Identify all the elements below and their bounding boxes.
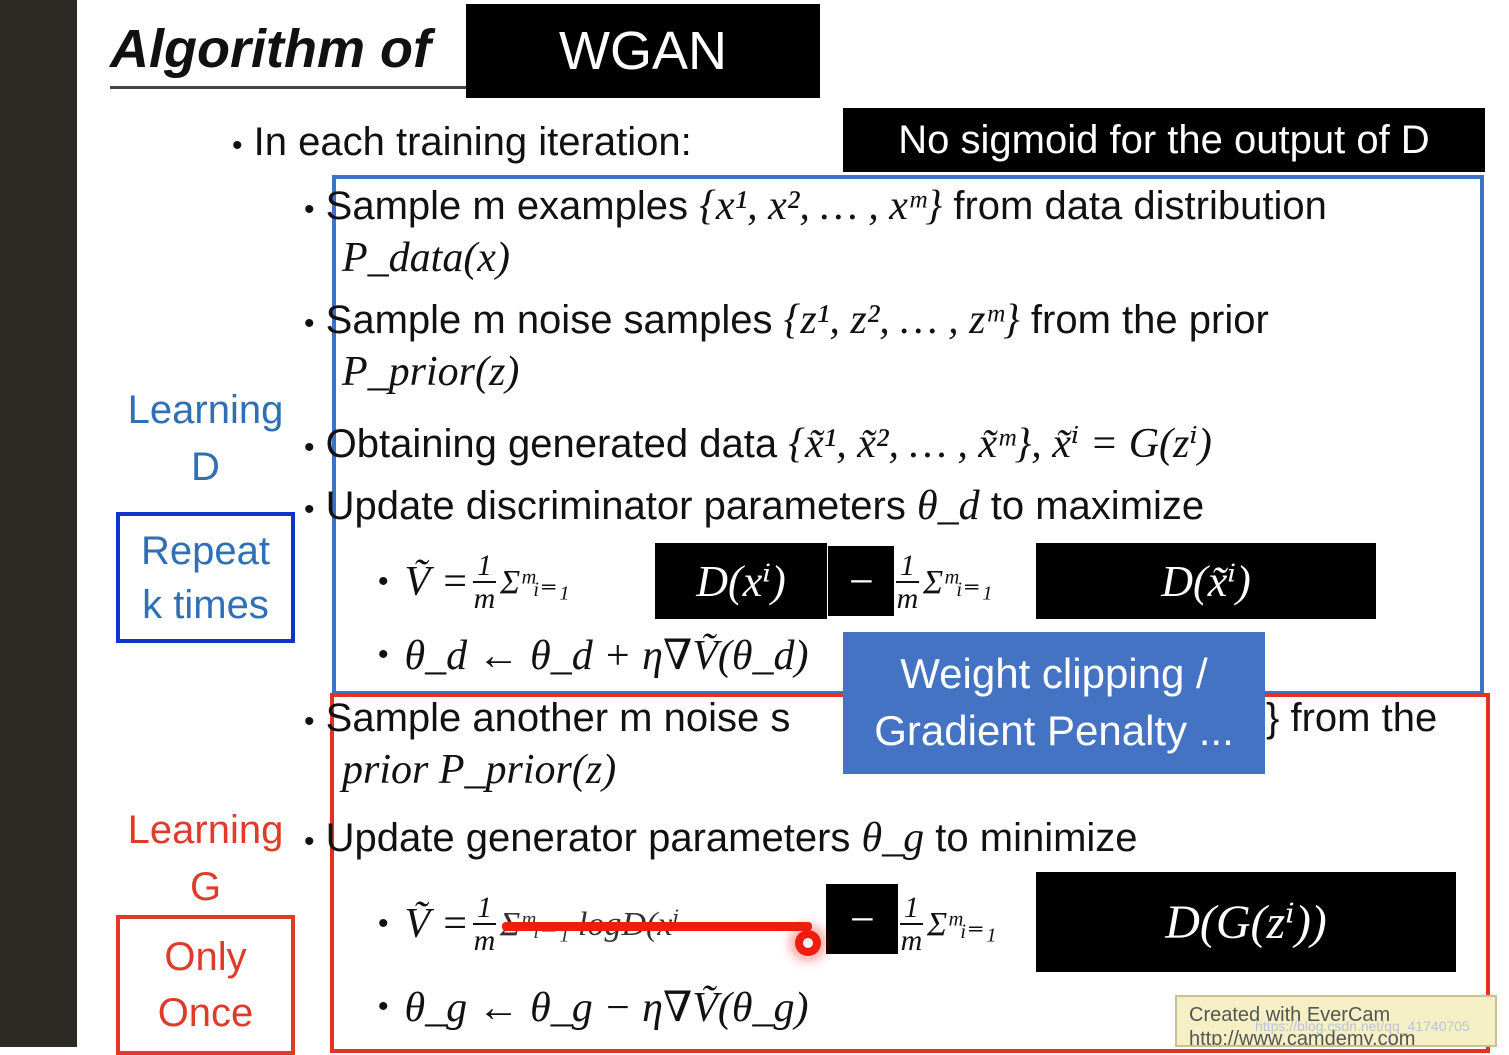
fraction: 1 m — [473, 548, 497, 615]
wgan-title-box: WGAN — [466, 4, 820, 98]
g-step-sample-suffix: } from the — [1266, 696, 1438, 740]
g-objective-sum: 1 m Σᵐᵢ₌₁ — [900, 890, 997, 957]
pointer-cursor — [795, 930, 821, 956]
g-prior-distribution: prior P_prior(z) — [342, 747, 617, 793]
intro-text: In each training iteration: — [253, 120, 692, 164]
strikethrough-annotation — [502, 922, 812, 931]
evercam-badge: Created with EverCam http://www.camdemy.… — [1175, 995, 1497, 1047]
d-real-term-box: D(xⁱ) — [655, 543, 827, 619]
d-objective-lhs: • Ṽ = 1 m Σᵐᵢ₌₁ — [378, 548, 570, 615]
bullet: • — [232, 129, 243, 162]
learning-d-label: Learning D — [127, 388, 284, 489]
title-underline — [110, 86, 470, 89]
learning-g-label: Learning G — [127, 808, 284, 909]
g-step-update: • Update generator parameters θ_g to min… — [304, 815, 1138, 861]
g-step-sample-noise: • Sample another m noise s — [304, 696, 791, 740]
minus-box: − — [828, 546, 894, 616]
g-update-rule: • θ_g ← θ_g − η∇Ṽ(θ_g) — [378, 985, 809, 1031]
d-step-generated-data: • Obtaining generated data {x̃¹, x̃², … … — [304, 421, 1212, 467]
d-fake-term-box: D(x̃ⁱ) — [1036, 543, 1376, 619]
d-step-update: • Update discriminator parameters θ_d to… — [304, 483, 1205, 529]
intro-line: • In each training iteration: — [232, 120, 692, 165]
weight-clipping-callout: Weight clipping / Gradient Penalty ... — [843, 632, 1265, 774]
d-update-rule: • θ_d ← θ_d + η∇Ṽ(θ_d) — [378, 633, 809, 679]
d-step-sample-noise: • Sample m noise samples {z¹, z², … , zᵐ… — [304, 297, 1269, 343]
g-term-box: D(G(zⁱ)) — [1036, 872, 1456, 972]
slide-title: Algorithm of — [110, 19, 431, 79]
blog-watermark: https://blog.csdn.net/qq_41740705 — [1255, 1018, 1470, 1034]
repeat-k-times-box: Repeat k times — [116, 512, 295, 643]
only-once-box: Only Once — [116, 915, 295, 1055]
g-minus-box: − — [826, 884, 898, 954]
no-sigmoid-note: No sigmoid for the output of D — [843, 108, 1485, 172]
d-objective-fake-sum: 1 m Σᵐᵢ₌₁ — [896, 548, 993, 615]
d-step-sample-data: • Sample m examples {x¹, x², … , xᵐ} fro… — [304, 183, 1327, 229]
left-dark-bar — [0, 0, 77, 1047]
prior-distribution: P_prior(z) — [342, 349, 520, 395]
data-distribution: P_data(x) — [342, 235, 510, 281]
